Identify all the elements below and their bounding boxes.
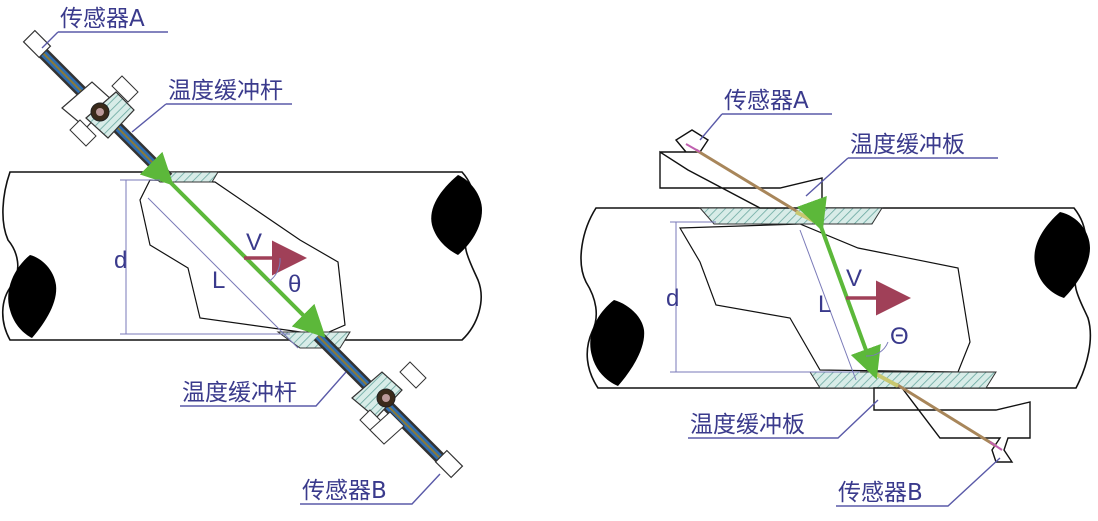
right-wedge-path-bottom-pink: [989, 441, 1003, 451]
left-buffer-rod-bottom-label: 温度缓冲杆: [182, 380, 297, 406]
left-sensor-a-leader: [41, 31, 168, 49]
right-top-housing: [659, 129, 823, 209]
right-buffer-plate-bottom-label: 温度缓冲板: [690, 412, 805, 438]
left-buffer-rod-bottom: [313, 331, 464, 479]
right-plate-bottom: [809, 371, 997, 389]
right-sensor-a-label: 传感器A: [724, 88, 809, 114]
left-theta-arc: [267, 257, 281, 283]
right-buffer-plate-top-label: 温度缓冲板: [850, 132, 965, 158]
left-d-label: d: [114, 247, 127, 274]
left-theta-label: θ: [288, 271, 301, 298]
right-l-label: L: [818, 291, 831, 318]
right-diagram: d V L Θ 传感器A 温度缓冲板 温度缓冲板 传感器B: [580, 88, 1092, 507]
right-theta-label: Θ: [890, 323, 909, 350]
left-buffer-rod-top-leader: [131, 103, 292, 133]
left-pipe-end-left: [8, 255, 57, 338]
left-l-label: L: [212, 267, 225, 294]
right-l-dimension: [799, 229, 857, 381]
left-sound-path: [139, 151, 326, 338]
right-sensor-b-label: 传感器B: [838, 480, 923, 506]
right-d-label: d: [666, 285, 679, 312]
right-plate-top: [698, 207, 883, 225]
left-buffer-rod-top-label: 温度缓冲杆: [168, 78, 283, 104]
left-pipe-end-right: [431, 175, 482, 255]
left-sensor-b-label: 传感器B: [302, 478, 387, 504]
right-buffer-plate-bottom-leader: [688, 399, 879, 439]
right-pipe-end-left: [590, 300, 645, 386]
left-buffer-rod-top: [22, 29, 173, 183]
left-l-dimension: [147, 197, 299, 349]
right-sensor-b-leader: [836, 457, 1001, 507]
right-wedge-path-top: [695, 148, 799, 214]
right-wedge-path-bottom: [895, 382, 997, 448]
left-buffer-rod-bottom-leader: [180, 371, 347, 407]
right-pipe-end-right: [1034, 212, 1090, 298]
left-v-label: V: [246, 229, 262, 256]
right-buffer-plate-top-leader: [805, 157, 998, 197]
right-sensor-a-leader: [699, 113, 832, 141]
right-bottom-housing: [873, 387, 1031, 463]
left-sensor-a-label: 传感器A: [60, 6, 145, 32]
left-diagram: d V L θ 传感器A 温度缓冲杆 温度缓冲杆 传感器B: [1, 6, 482, 505]
right-theta-arc: [865, 341, 889, 357]
left-sensor-b-leader: [300, 473, 441, 505]
right-wedge-path-top-pink: [685, 143, 701, 153]
right-v-label: V: [846, 265, 862, 292]
